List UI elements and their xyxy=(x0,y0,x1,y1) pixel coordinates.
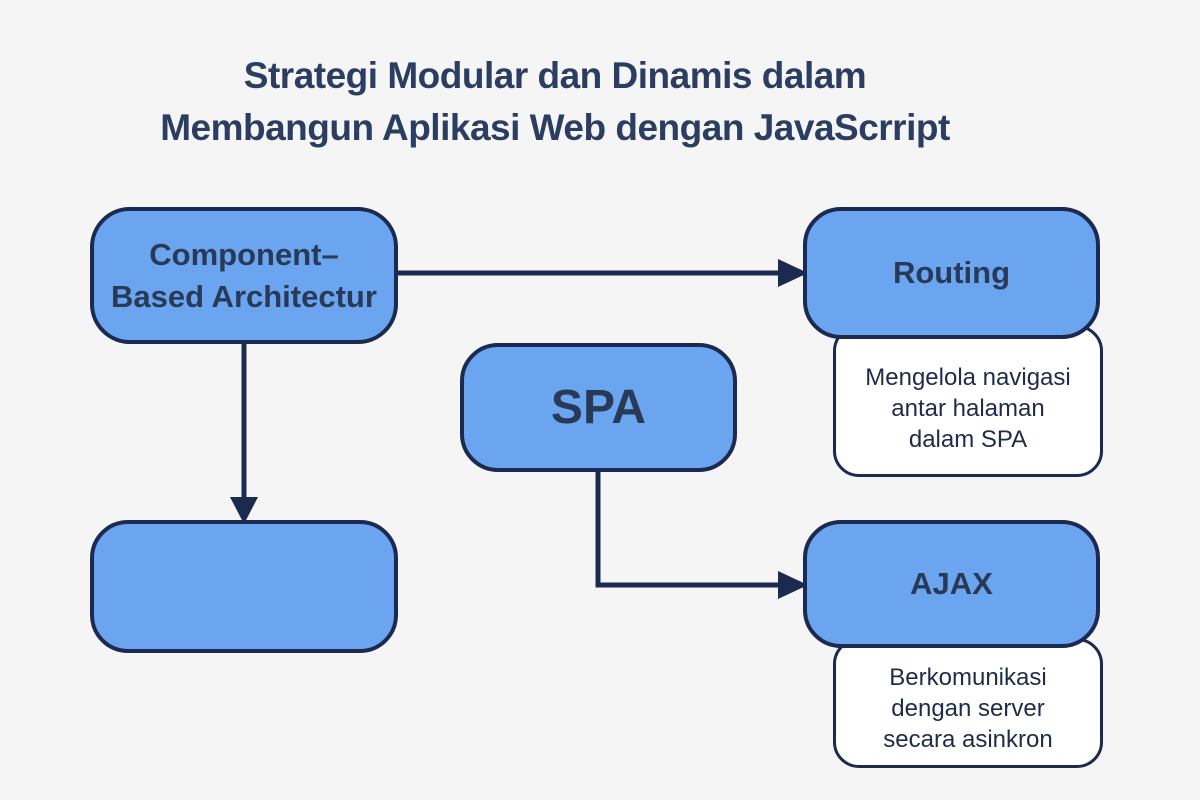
diagram-title: Strategi Modular dan Dinamis dalam Memba… xyxy=(5,50,1105,154)
node-routing-label: Routing xyxy=(892,255,1011,290)
node-ajax-label: AJAX xyxy=(910,566,993,601)
node-component-label-line-1: Component– xyxy=(149,236,339,272)
routing-caption-card: Mengelola navigasi antar halaman dalam S… xyxy=(833,325,1103,477)
routing-caption-line-3: dalam SPA xyxy=(908,425,1028,453)
node-component-label-line-2: Based Architectur xyxy=(111,278,377,314)
node-component-based-architecture: Component– Based Architectur xyxy=(90,207,398,344)
ajax-caption-line-1: Berkomunikasi xyxy=(889,663,1047,691)
ajax-caption-line-3: secara asinkron xyxy=(883,725,1053,753)
diagram-title-line-2: Membangun Aplikasi Web dengan JavaScrrip… xyxy=(160,107,950,148)
diagram-title-line-1: Strategi Modular dan Dinamis dalam xyxy=(243,55,867,96)
node-spa-label: SPA xyxy=(550,381,647,434)
arrow-component-to-routing xyxy=(398,259,808,287)
node-ajax: AJAX xyxy=(803,520,1100,648)
node-empty xyxy=(90,520,398,653)
node-routing: Routing xyxy=(803,207,1100,339)
ajax-caption-line-2: dengan server xyxy=(891,694,1045,722)
node-spa: SPA xyxy=(460,343,737,472)
arrow-spa-to-ajax xyxy=(595,472,808,599)
routing-caption-line-1: Mengelola navigasi xyxy=(865,363,1071,391)
arrow-component-to-empty-node xyxy=(230,344,258,524)
ajax-caption-card: Berkomunikasi dengan server secara asink… xyxy=(833,638,1103,768)
routing-caption-line-2: antar halaman xyxy=(891,394,1045,422)
